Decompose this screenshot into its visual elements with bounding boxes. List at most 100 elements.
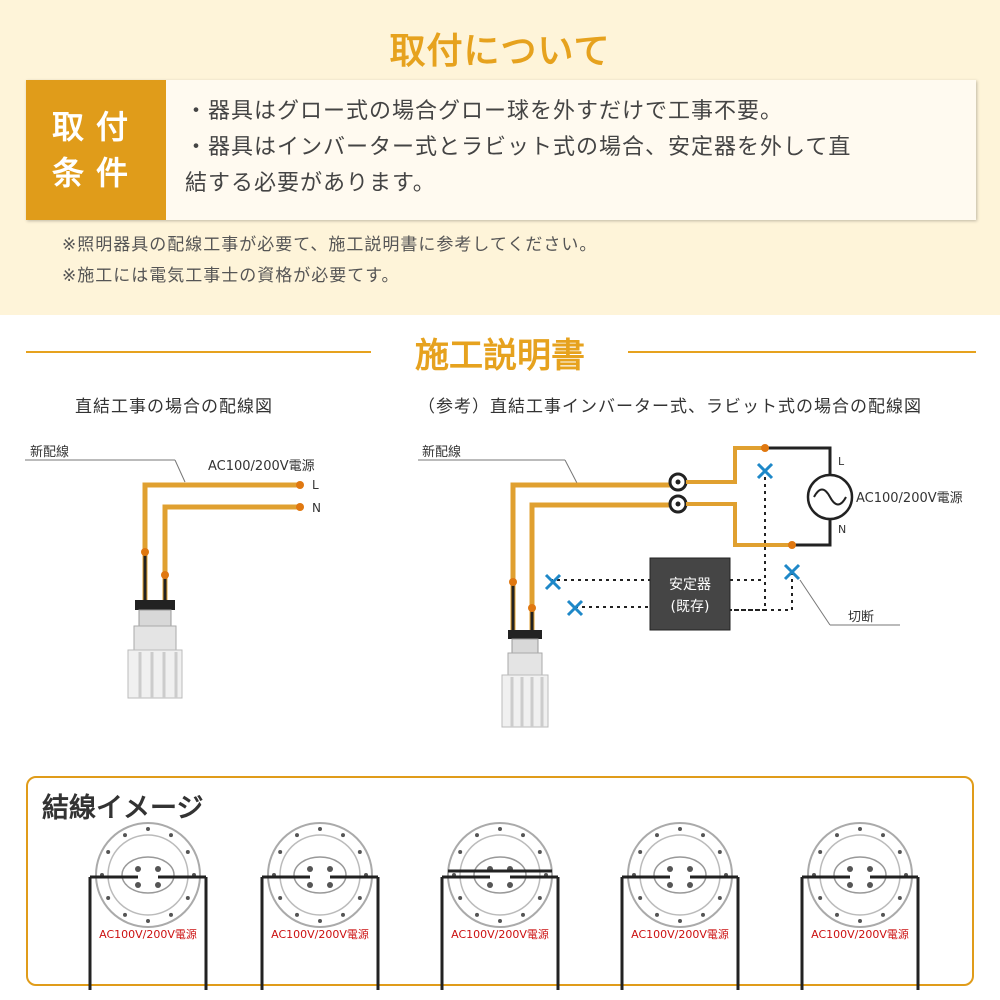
condition-box	[26, 80, 976, 220]
base-pin-dot	[818, 896, 823, 900]
base-pin-dot	[521, 912, 525, 917]
socket-pin	[327, 866, 333, 872]
lamp-base-inner	[639, 834, 721, 916]
base-pin-dot	[897, 896, 902, 900]
power-label: AC100V/200V電源	[631, 927, 729, 941]
supply-dot	[761, 444, 769, 452]
socket-pin	[327, 882, 333, 888]
wire-end-dot	[528, 604, 536, 612]
base-pin-dot	[357, 850, 362, 854]
base-pin-dot	[638, 850, 643, 854]
power-label: AC100/200V電源	[208, 459, 315, 474]
socket-pin	[155, 866, 161, 872]
base-pin-dot	[185, 896, 190, 900]
lamp-socket	[293, 856, 347, 894]
wire-l	[142, 482, 298, 602]
mounting-title: 取付について	[389, 31, 611, 72]
base-pin-dot	[858, 827, 862, 831]
socket-pin	[135, 882, 141, 888]
socket-pin	[507, 882, 513, 888]
base-pin-dot	[498, 919, 502, 923]
base-pin-dot	[458, 896, 463, 900]
base-pin-dot	[678, 919, 682, 923]
wiring-frame	[620, 877, 740, 990]
notes: ※照明器具の配線工事が必要て、施工説明書に参考してください。 ※施工には電気工事…	[62, 230, 597, 292]
note-line: ※施工には電気工事士の資格が必要てす。	[62, 266, 400, 286]
condition-label: 取付 条件	[26, 80, 166, 220]
cut-mark-icon	[566, 599, 584, 617]
title-rule-left	[26, 351, 371, 353]
socket-pin	[667, 866, 673, 872]
lamp-socket	[833, 856, 887, 894]
wire-end-dot	[161, 571, 169, 579]
wiring-image-frame	[26, 776, 974, 986]
lamp-base-outer	[807, 822, 913, 928]
base-pin-dot	[278, 896, 283, 900]
base-pin-dot	[717, 896, 722, 900]
socket-pin	[155, 882, 161, 888]
base-pin-dot	[341, 912, 345, 917]
led-lamp-icon	[501, 630, 549, 728]
base-pin-dot	[498, 827, 502, 831]
manual-title: 施工説明書	[415, 336, 585, 376]
power-label: AC100/200V電源	[856, 491, 963, 506]
lamp-base-inner	[107, 834, 189, 916]
base-pin-dot	[169, 833, 173, 838]
power-label: AC100V/200V電源	[271, 927, 369, 941]
lamp-base-inner	[819, 834, 901, 916]
base-pin-dot	[123, 912, 127, 917]
base-pin-dot	[318, 919, 322, 923]
base-pin-dot	[818, 850, 823, 854]
power-label: AC100V/200V電源	[811, 927, 909, 941]
base-pin-dot	[475, 912, 479, 917]
base-pin-dot	[106, 850, 111, 854]
terminal-n-dot	[296, 503, 304, 511]
wiring-frame	[88, 877, 208, 990]
base-pin-dot	[655, 833, 659, 838]
base-pin-dot	[881, 912, 885, 917]
base-pin-dot	[835, 912, 839, 917]
new-wire-n	[529, 502, 680, 635]
socket-pin	[135, 866, 141, 872]
power-label: AC100V/200V電源	[451, 927, 549, 941]
right-diagram-caption: （参考）直結工事インバーター式、ラビット式の場合の配線図	[418, 397, 922, 417]
wiring-frame	[260, 877, 380, 990]
base-pin-dot	[638, 896, 643, 900]
supply-wire-n	[686, 502, 792, 547]
note-line: ※照明器具の配線工事が必要て、施工説明書に参考してください。	[62, 235, 598, 255]
base-pin-dot	[717, 850, 722, 854]
condition-label-line2: 条件	[51, 154, 140, 192]
ballast-box	[649, 557, 731, 631]
title-rule-right	[628, 351, 976, 353]
base-pin-dot	[835, 833, 839, 838]
base-pin-dot	[881, 833, 885, 838]
label-leader	[174, 459, 186, 483]
lamp-socket	[121, 856, 175, 894]
lamp-base-inner	[459, 834, 541, 916]
socket-pin	[847, 882, 853, 888]
lamp-socket	[473, 856, 527, 894]
supply-dot	[788, 541, 796, 549]
l-label: L	[838, 455, 845, 468]
socket-pin	[847, 866, 853, 872]
base-pin-dot	[655, 912, 659, 917]
n-label: N	[838, 523, 846, 536]
base-pin-dot	[678, 827, 682, 831]
lamp-base-outer	[447, 822, 553, 928]
base-pin-dot	[701, 833, 705, 838]
base-pin-dot	[185, 850, 190, 854]
socket-pin	[867, 866, 873, 872]
led-lamp-icon	[127, 600, 183, 699]
power-label: AC100V/200V電源	[99, 927, 197, 941]
base-pin-dot	[357, 896, 362, 900]
base-pin-dot	[123, 833, 127, 838]
socket-pin	[687, 866, 693, 872]
l-label: L	[312, 478, 319, 492]
condition-text: ・器具はグロー式の場合グロー球を外すだけで工事不要。 ・器具はインバーター式とラ…	[185, 94, 965, 202]
ballast-sublabel: (既存)	[671, 599, 710, 615]
wiring-frame	[440, 877, 560, 990]
